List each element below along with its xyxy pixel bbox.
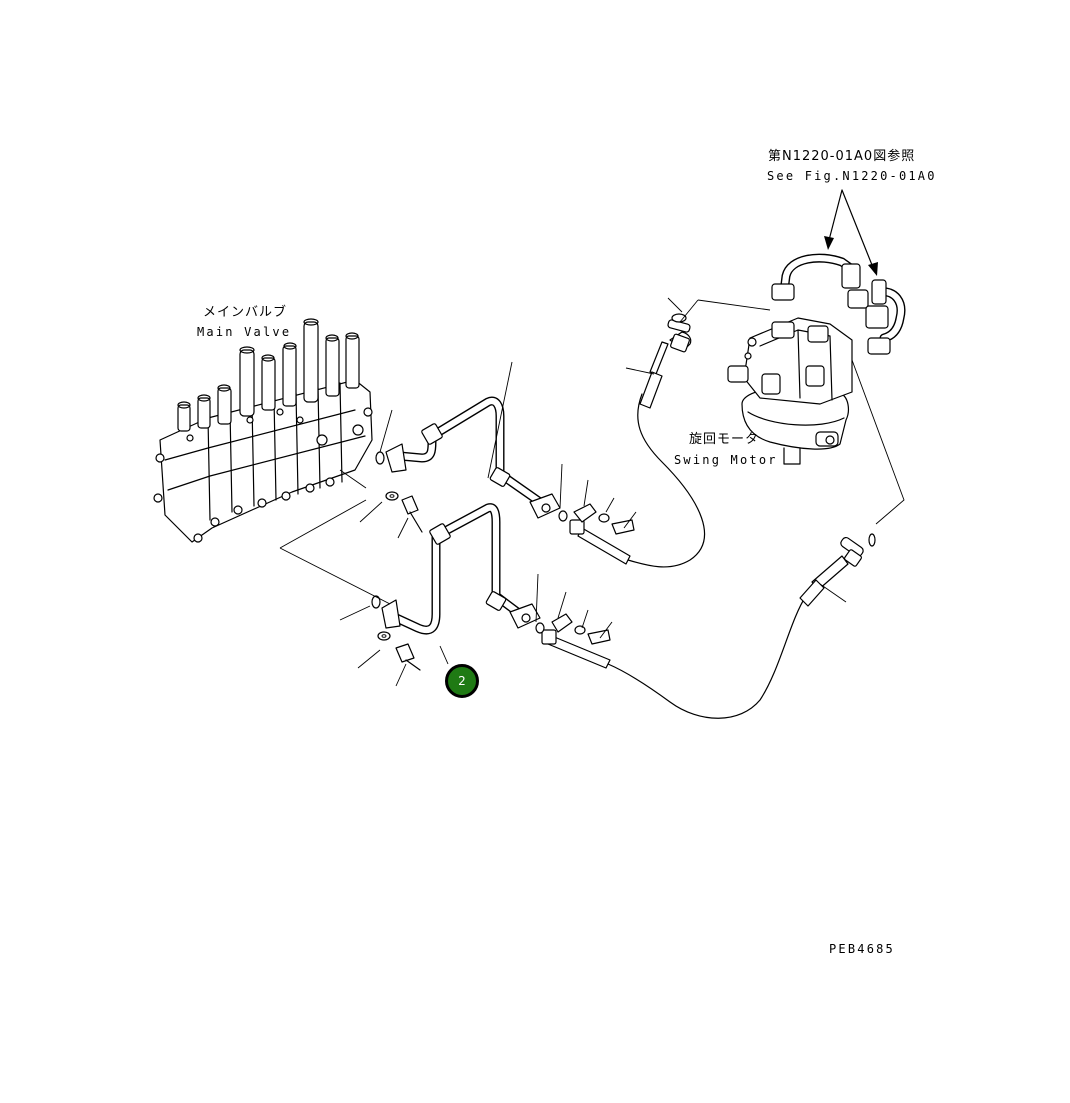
bolt-icon[interactable]: [395, 495, 635, 671]
referenced-lines-icon: [771, 189, 906, 355]
main-valve-label-jp: メインバルブ: [203, 305, 288, 320]
main-valve-icon[interactable]: [153, 318, 373, 543]
flange-icon[interactable]: [551, 503, 597, 633]
hose-icon[interactable]: [541, 536, 865, 719]
pipe-icon[interactable]: [381, 503, 541, 635]
part-callout-number: 2: [458, 674, 466, 688]
part-callout-2[interactable]: 2: [445, 664, 479, 698]
drawing-number: PEB4685: [829, 942, 895, 956]
swing-motor-label-en: Swing Motor: [674, 453, 778, 467]
swing-motor-label-jp: 旋回モータ: [689, 432, 760, 447]
o-ring-icon[interactable]: [371, 313, 876, 634]
washer-icon[interactable]: [377, 491, 610, 641]
ref-label-en: See Fig.N1220-01A0: [767, 169, 937, 183]
main-valve-label-en: Main Valve: [197, 325, 292, 339]
swing-motor-icon[interactable]: [727, 317, 853, 465]
pipe-icon[interactable]: [385, 396, 561, 519]
hose-icon[interactable]: [569, 319, 706, 568]
ref-label-jp: 第N1220-01A0図参照: [768, 149, 916, 164]
leader-lines: [279, 297, 905, 687]
